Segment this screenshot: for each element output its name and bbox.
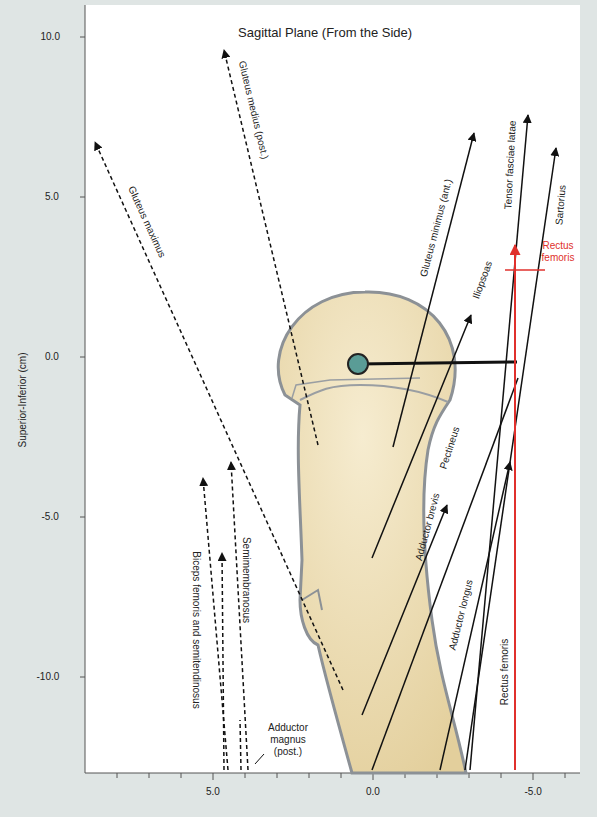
anterior-lines	[362, 115, 556, 770]
neck-contour	[292, 378, 420, 398]
chart-title: Sagittal Plane (From the Side)	[238, 25, 412, 41]
muscle-label: Semimembranosus	[240, 537, 252, 623]
muscle-label: Rectus femoris	[535, 240, 581, 264]
axes	[80, 5, 580, 780]
rectus-femoris-tick	[505, 269, 545, 271]
tick-label: -5.0	[42, 511, 59, 523]
hip-joint-center	[348, 354, 368, 374]
tick-label: 5.0	[45, 191, 59, 203]
head-neck-line	[300, 385, 448, 402]
rectus-femoris-line	[514, 245, 516, 770]
plot-area	[85, 5, 580, 773]
moment-arm	[358, 362, 517, 364]
muscle-label: Rectus femoris	[499, 639, 511, 706]
tick-label: 5.0	[206, 786, 220, 798]
tick-label: -5.0	[525, 786, 542, 798]
posterior-lines	[95, 50, 343, 770]
muscle-label: Adductor magnus (post.)	[263, 722, 313, 758]
tick-label: 10.0	[41, 31, 60, 43]
muscle-label: Biceps femoris and semitendinosus	[189, 551, 201, 708]
axis-label: Superior-Inferior (cm)	[16, 352, 28, 447]
tick-label: 0.0	[45, 351, 59, 363]
tick-label: -10.0	[37, 671, 60, 683]
leader-line	[255, 754, 264, 764]
tick-label: 0.0	[366, 786, 380, 798]
